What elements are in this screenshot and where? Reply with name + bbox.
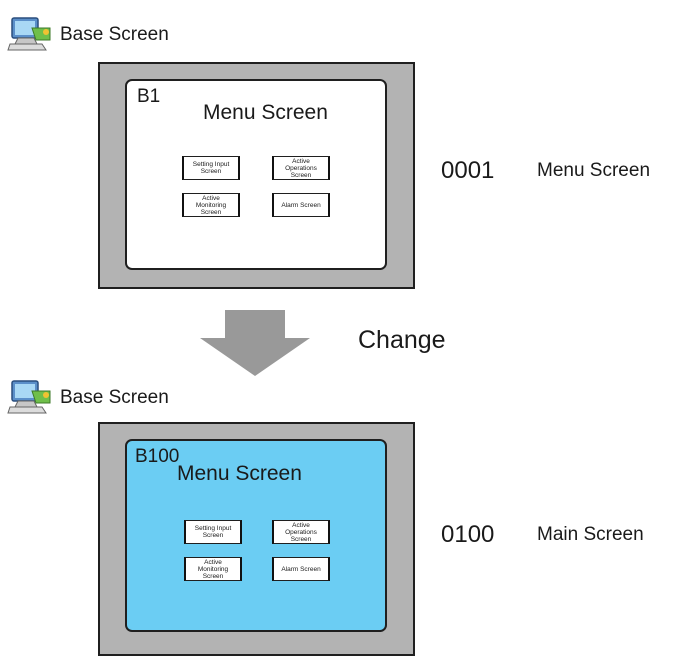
alarm-screen-button[interactable]: Alarm Screen [272, 557, 330, 581]
base-screen-icon [7, 380, 51, 414]
screen-panel-menu: B1 Menu Screen Setting Input Screen Acti… [125, 79, 387, 270]
base-screen-icon [7, 17, 51, 51]
active-monitoring-screen-button[interactable]: Active Monitoring Screen [182, 193, 240, 217]
screen-id: B1 [137, 86, 161, 107]
active-operations-screen-button[interactable]: Active Operations Screen [272, 520, 330, 544]
screen-frame-bottom: B100 Menu Screen Setting Input Screen Ac… [98, 422, 415, 656]
alarm-screen-button[interactable]: Alarm Screen [272, 193, 330, 217]
down-arrow-icon [200, 310, 310, 376]
active-operations-screen-button[interactable]: Active Operations Screen [272, 156, 330, 180]
change-label: Change [358, 326, 446, 354]
screen-title: Menu Screen [177, 462, 302, 485]
active-monitoring-screen-button[interactable]: Active Monitoring Screen [184, 557, 242, 581]
setting-input-screen-button[interactable]: Setting Input Screen [182, 156, 240, 180]
screen-title: Menu Screen [203, 101, 328, 124]
section-label: Base Screen [60, 387, 169, 408]
screen-code-name: Menu Screen [537, 160, 651, 181]
screen-code: 0100 [441, 521, 495, 548]
section-label: Base Screen [60, 24, 169, 45]
base-screen-header-bottom: Base Screen [6, 377, 266, 421]
base-screen-header-top: Base Screen [6, 14, 266, 58]
setting-input-screen-button[interactable]: Setting Input Screen [184, 520, 242, 544]
screen-id: B100 [135, 446, 180, 467]
screen-code: 0001 [441, 157, 495, 184]
screen-code-name: Main Screen [537, 524, 644, 545]
screen-panel-main: B100 Menu Screen Setting Input Screen Ac… [125, 439, 387, 632]
screen-frame-top: B1 Menu Screen Setting Input Screen Acti… [98, 62, 415, 289]
